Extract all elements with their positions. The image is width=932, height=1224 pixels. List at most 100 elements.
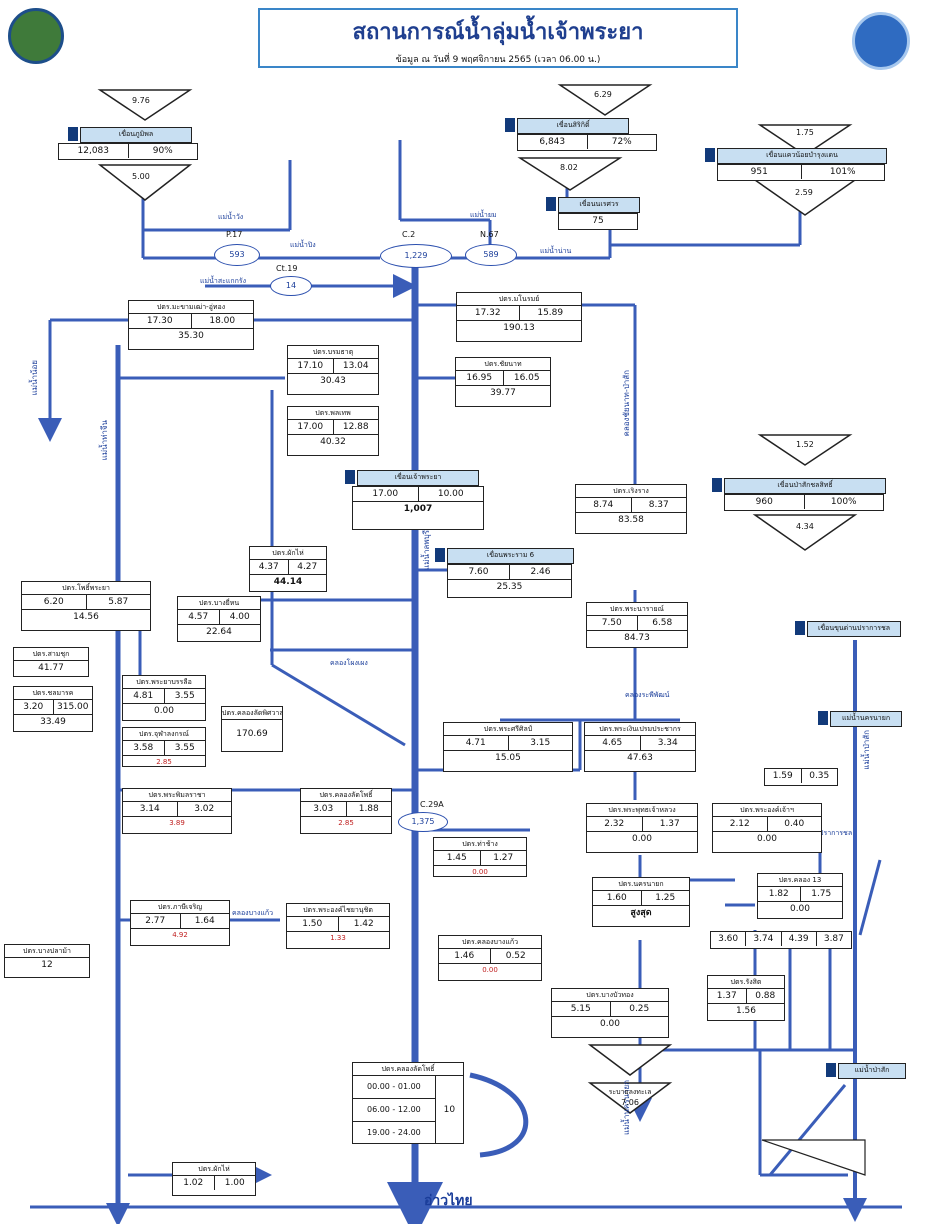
sea-label: อ่าวไทย	[424, 1193, 473, 1209]
canal-phongpheng-label: คลองโผงเผง	[330, 659, 368, 667]
sea-discharge-box: ระบายลงทะเล 7.06	[608, 1088, 652, 1107]
river-nan-label: แม่น้ำน่าน	[540, 247, 572, 255]
kwaenoi-inflow: 1.75	[796, 128, 814, 137]
kwaenoi-outflow: 2.59	[795, 188, 813, 197]
bhumibol-inflow: 9.76	[132, 96, 150, 105]
station-ct19-code: Ct.19	[276, 264, 298, 273]
ministry-logo	[852, 12, 910, 70]
page-subtitle: ข้อมูล ณ วันที่ 9 พฤศจิกายน 2565 (เวลา 0…	[395, 55, 601, 65]
river-sakaekrang-label: แม่น้ำสะแกกรัง	[200, 277, 247, 285]
dam-icon	[795, 621, 805, 635]
naresuan-dam-label: เขื่อนนเรศวร	[558, 197, 640, 213]
sea-triangle	[587, 1082, 673, 1114]
river-wang-label: แม่น้ำวัง	[218, 213, 244, 221]
sirikit-dam-label: เขื่อนสิริกิติ์	[517, 118, 629, 134]
right-dam-label-3: แม่น้ำป่าสัก	[838, 1063, 906, 1079]
dam-icon	[705, 148, 715, 162]
station-n67: 589	[465, 244, 517, 266]
river-ping-label: แม่น้ำปิง	[290, 241, 316, 249]
station-p17: 593	[214, 244, 260, 266]
river-chainat-pasak-label: คลองชัยนาท-ป่าสัก	[622, 370, 631, 437]
station-n67-code: N.67	[480, 230, 499, 239]
station-c2: 1,229	[380, 244, 452, 268]
dam-icon	[546, 197, 556, 211]
page-title: สถานการณ์น้ำลุ่มน้ำเจ้าพระยา	[352, 20, 644, 45]
station-c2-code: C.2	[402, 230, 416, 239]
chaophraya-dam-label: เขื่อนเจ้าพระยา	[357, 470, 479, 486]
dam-icon	[826, 1063, 836, 1077]
dam-icon	[818, 711, 828, 725]
bhumibol-outflow: 5.00	[132, 172, 150, 181]
river-thachin-label: แม่น้ำท่าจีน	[100, 420, 109, 461]
naresuan-value: 75	[558, 213, 638, 230]
header-box: สถานการณ์น้ำลุ่มน้ำเจ้าพระยา ข้อมูล ณ วั…	[258, 8, 738, 68]
sirikit-inflow: 6.29	[594, 90, 612, 99]
kwaenoi-dam-label: เขื่อนแควน้อยบำรุงแดน	[717, 148, 887, 164]
canal-raphiphat-label: คลองระพีพัฒน์	[625, 691, 670, 699]
dam-icon	[435, 548, 445, 562]
station-p17-code: P.17	[226, 230, 243, 239]
pasak-inflow: 1.52	[796, 440, 814, 449]
right-dam-label-1: เขื่อนขุนด่านปราการชล	[807, 621, 901, 637]
dam-icon	[68, 127, 78, 141]
right-dam-label-2: แม่น้ำนครนายก	[830, 711, 902, 727]
pasak-outflow: 4.34	[796, 522, 814, 531]
pasak-dam-label: เขื่อนป่าสักชลสิทธิ์	[724, 478, 886, 494]
river-lopburi-label: แม่น้ำลพบุรี	[422, 530, 431, 570]
station-c29a: 1,375	[398, 812, 448, 832]
tide-schedule: ปตร.คลองลัดโพธิ์ 00.00 - 01.00 06.00 - 1…	[352, 1062, 464, 1144]
station-ct19: 14	[270, 276, 312, 296]
rid-logo	[8, 8, 64, 64]
storage-box: ปตร.คลองลัดพิศวาสเป็น170.69	[221, 706, 283, 752]
river-noi-label: แม่น้ำน้อย	[30, 360, 39, 396]
rama6-dam-label: เขื่อนพระราม 6	[447, 548, 574, 564]
dam-icon	[505, 118, 515, 132]
dam-icon	[345, 470, 355, 484]
station-c29a-code: C.29A	[420, 800, 444, 809]
canal-bangkaeo-label: คลองบางแก้ว	[232, 909, 274, 917]
river-pasak-label: แม่น้ำป่าสัก	[862, 730, 871, 770]
sirikit-outflow: 8.02	[560, 163, 578, 172]
bhumibol-dam-label: เขื่อนภูมิพล	[80, 127, 192, 143]
river-yom-label: แม่น้ำยม	[470, 211, 497, 219]
